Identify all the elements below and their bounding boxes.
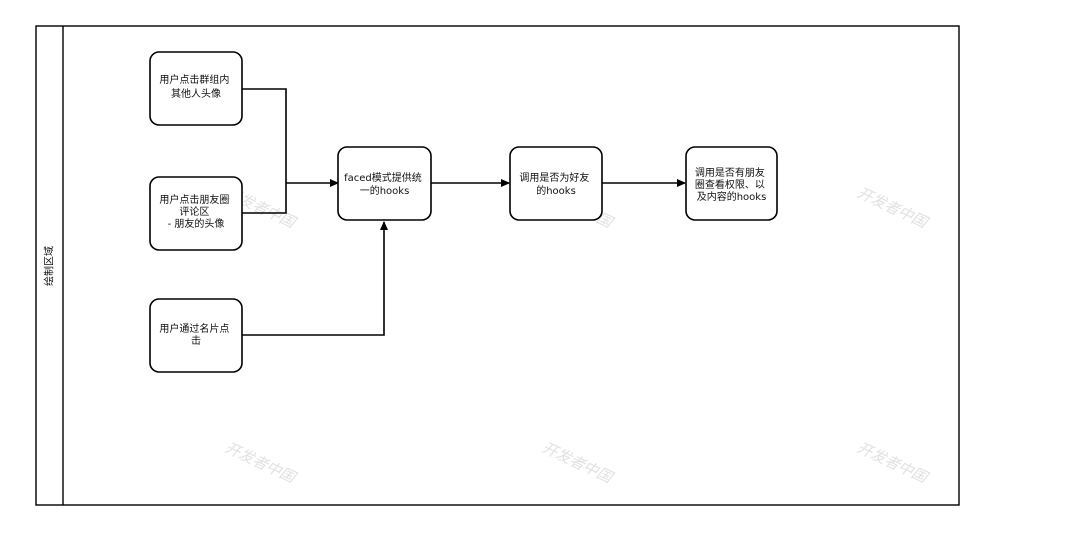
node-text-line: 的hooks bbox=[536, 184, 576, 197]
svg-text:调用是否为好友 的hooks: 调用是否为好友 的hooks bbox=[519, 171, 592, 197]
node-text-line: 圈查看权限、以 bbox=[695, 178, 765, 191]
swimlane-label: 绘制区域 bbox=[43, 246, 56, 286]
node-is-friend-hooks[interactable]: 调用是否为好友 的hooks bbox=[509, 146, 603, 221]
edge-n3-to-n4 bbox=[242, 221, 388, 336]
node-text-line: 用户点击朋友圈 bbox=[159, 193, 229, 206]
svg-text:用户通过名片点 击: 用户通过名片点 击 bbox=[159, 322, 232, 347]
node-text-line: 击 bbox=[191, 335, 201, 347]
svg-text:调用是否有朋友 圈查看权限、以 及内: 调用是否有朋友 圈查看权限、以 及内容的hooks bbox=[695, 166, 768, 203]
node-text-line: 用户通过名片点 bbox=[159, 322, 229, 335]
node-text-line: 其他人头像 bbox=[171, 87, 221, 100]
node-text-line: 调用是否有朋友 bbox=[695, 166, 765, 179]
edge-n1-to-n4 bbox=[242, 88, 287, 183]
node-moments-permission-hooks[interactable]: 调用是否有朋友 圈查看权限、以 及内容的hooks bbox=[685, 146, 778, 221]
node-click-business-card[interactable]: 用户通过名片点 击 bbox=[149, 298, 243, 373]
node-text-line: 调用是否为好友 bbox=[519, 171, 589, 184]
edge-n2-to-n4 bbox=[242, 183, 287, 214]
node-text-line: faced模式提供统 bbox=[344, 171, 422, 184]
svg-text:faced模式提供统 一的hooks: faced模式提供统 一的hooks bbox=[344, 171, 425, 197]
node-facade-hooks[interactable]: faced模式提供统 一的hooks bbox=[337, 146, 432, 221]
svg-text:用户点击朋友圈 评论区 - 朋友的头: 用户点击朋友圈 评论区 - 朋友的头像 bbox=[159, 193, 232, 230]
node-click-moments-comment-avatar[interactable]: 用户点击朋友圈 评论区 - 朋友的头像 bbox=[149, 176, 243, 251]
node-click-group-avatar[interactable]: 用户点击群组内 其他人头像 bbox=[149, 51, 243, 126]
node-text-line: - 朋友的头像 bbox=[168, 217, 225, 230]
node-text-line: 一的hooks bbox=[360, 184, 410, 197]
node-text-line: 及内容的hooks bbox=[697, 190, 767, 203]
svg-text:用户点击群组内 其他人头像: 用户点击群组内 其他人头像 bbox=[159, 73, 232, 100]
node-text-line: 评论区 bbox=[179, 205, 209, 218]
node-text-line: 用户点击群组内 bbox=[159, 73, 229, 86]
